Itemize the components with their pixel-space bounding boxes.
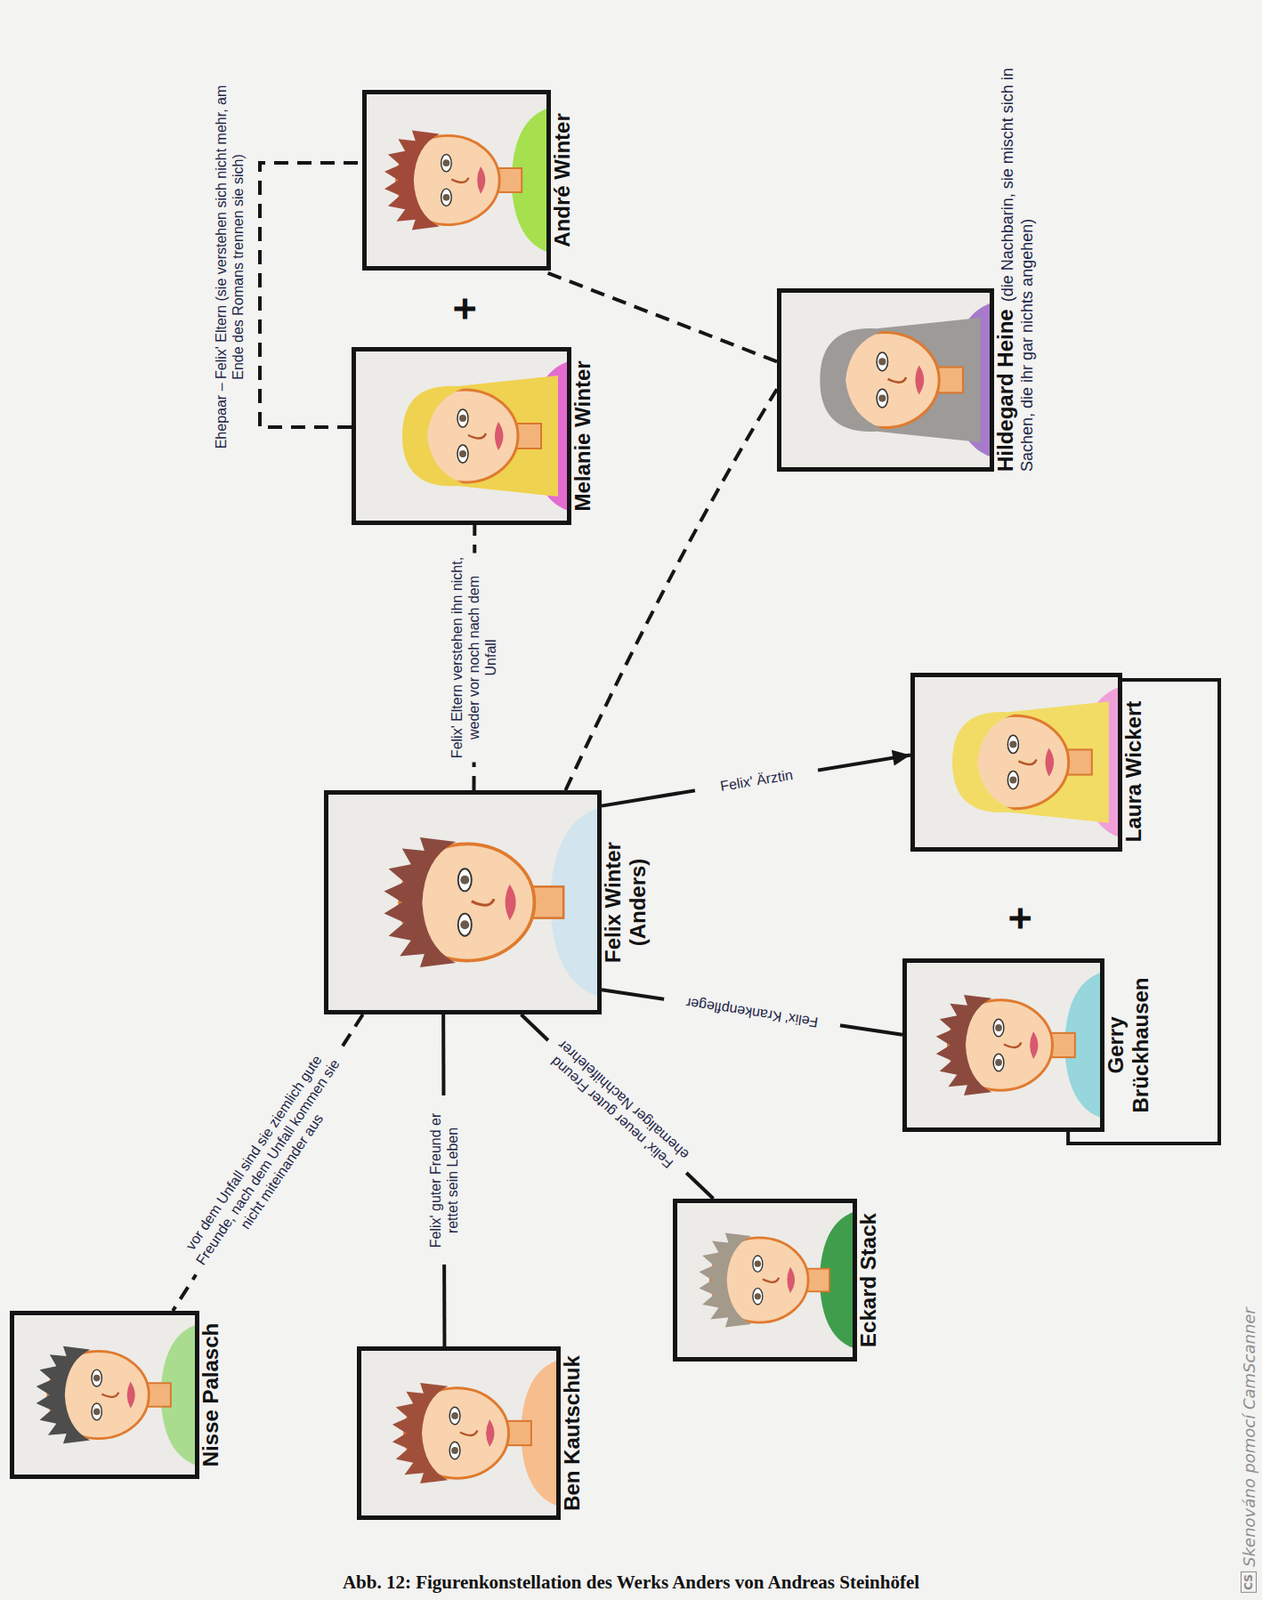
portrait-svg [392,1359,565,1509]
person-name-block: Eckard Stack [856,1198,882,1362]
portrait-use [955,713,1015,811]
portrait-use [384,130,440,231]
dashed-connector [541,270,777,362]
person-box: Felix Winter (Anders) [323,790,602,1015]
plus-sign: + [444,297,486,322]
person-box: Gerry Brückhausen [902,958,1105,1133]
solid-connector [1067,679,1220,1144]
portrait-rect [351,347,572,526]
person-box: Laura Wickert [910,672,1123,852]
portrait-svg [952,685,1126,840]
person-name: Laura Wickert [1121,701,1146,843]
person-box: Melanie Winter [351,347,572,526]
connector [601,750,911,807]
person-name: Felix Winter (Anders) [600,841,650,963]
connector [1067,679,1220,1144]
connector-layer [0,0,1262,1549]
person-name-block: Laura Wickert [1121,691,1147,852]
connector [601,989,903,1036]
person-name: Gerry Brückhausen [1103,977,1153,1113]
portraits [0,0,1262,1549]
portrait-rect [910,672,1123,852]
person-name-block: Ben Kautschuk [559,1346,585,1521]
solid-connector [521,1014,714,1199]
portrait-use [823,330,884,429]
plus-sign: + [999,906,1041,931]
portrait-svg [36,1322,203,1468]
portrait-use [402,375,559,497]
edge-label: Ehepaar – Felix' Eltern (sie verstehen s… [211,80,248,454]
portrait-use [392,1383,448,1484]
portrait-svg [402,359,575,513]
portrait-svg [384,106,555,255]
person-name: Eckard Stack [856,1213,881,1348]
person-name: Melanie Winter [570,360,595,511]
person-name: Ben Kautschuk [559,1355,584,1512]
person-box: Eckard Stack [672,1198,858,1362]
person-box: Hildegard Heine(die Nachbarin, sie misch… [776,288,995,472]
portrait-svg [698,1210,860,1351]
diagram-stage: André WinterMelanie Winter Hildegard Hein… [0,0,1262,1549]
person-name-block: Nisse Palasch [198,1310,224,1480]
scanner-logo: CS [1240,1571,1257,1594]
scanner-watermark: Skenováno pomocí CamScanner [1239,1307,1259,1568]
person-name-block: Melanie Winter [570,347,596,526]
portrait-rect [902,958,1105,1133]
person-name-block: Hildegard Heine(die Nachbarin, sie misch… [993,8,1037,472]
arrow-head [891,750,911,767]
portrait-rect [356,1346,561,1521]
portrait-svg [384,806,607,1000]
connector [565,388,777,791]
figure-caption: Abb. 12: Figurenkonstellation des Werks … [0,1571,1262,1594]
portrait-use [819,317,980,443]
person-name: Nisse Palasch [198,1323,223,1467]
connector [541,270,777,362]
edge-label: Felix' guter Freund er rettet sein Leben [426,1096,462,1266]
edge-label: Felix' neuer guter Freund ehemaliger Nac… [533,1029,701,1185]
person-name-block: Gerry Brückhausen [1103,958,1154,1133]
portrait-use [698,1232,752,1327]
portrait-rect [323,790,602,1015]
portrait-rect [776,288,995,472]
portrait-svg [819,300,998,459]
portrait-use [952,701,1109,824]
dashed-connector [259,162,363,428]
edge-label: vor dem Unfall sind sie ziemlich gute Fr… [170,1036,365,1288]
connector [521,1014,714,1199]
person-box: Nisse Palasch [9,1310,200,1480]
portrait-rect [9,1310,200,1480]
person-box: Ben Kautschuk [356,1346,561,1521]
portrait-use [936,995,992,1096]
dashed-connector [565,388,777,791]
person-name-block: Felix Winter (Anders) [600,822,651,983]
portrait-rect [672,1198,858,1362]
connector [259,162,363,428]
person-name: Hildegard Heine [993,308,1018,472]
portrait-use [36,1346,90,1445]
edge-label: Felix' Ärztin [693,760,820,801]
person-name: André Winter [550,113,575,247]
portrait-svg [936,970,1109,1121]
solid-connector [601,754,911,806]
person-box: André Winter [362,89,551,271]
portrait-use [384,837,457,968]
person-name-block: André Winter [550,89,575,271]
solid-connector [601,989,903,1036]
edge-label: Felix' Eltern verstehen ihn nicht, weder… [447,553,502,763]
edge-label: Felix' Krankenpfleger [663,989,842,1036]
portrait-use [405,388,465,485]
